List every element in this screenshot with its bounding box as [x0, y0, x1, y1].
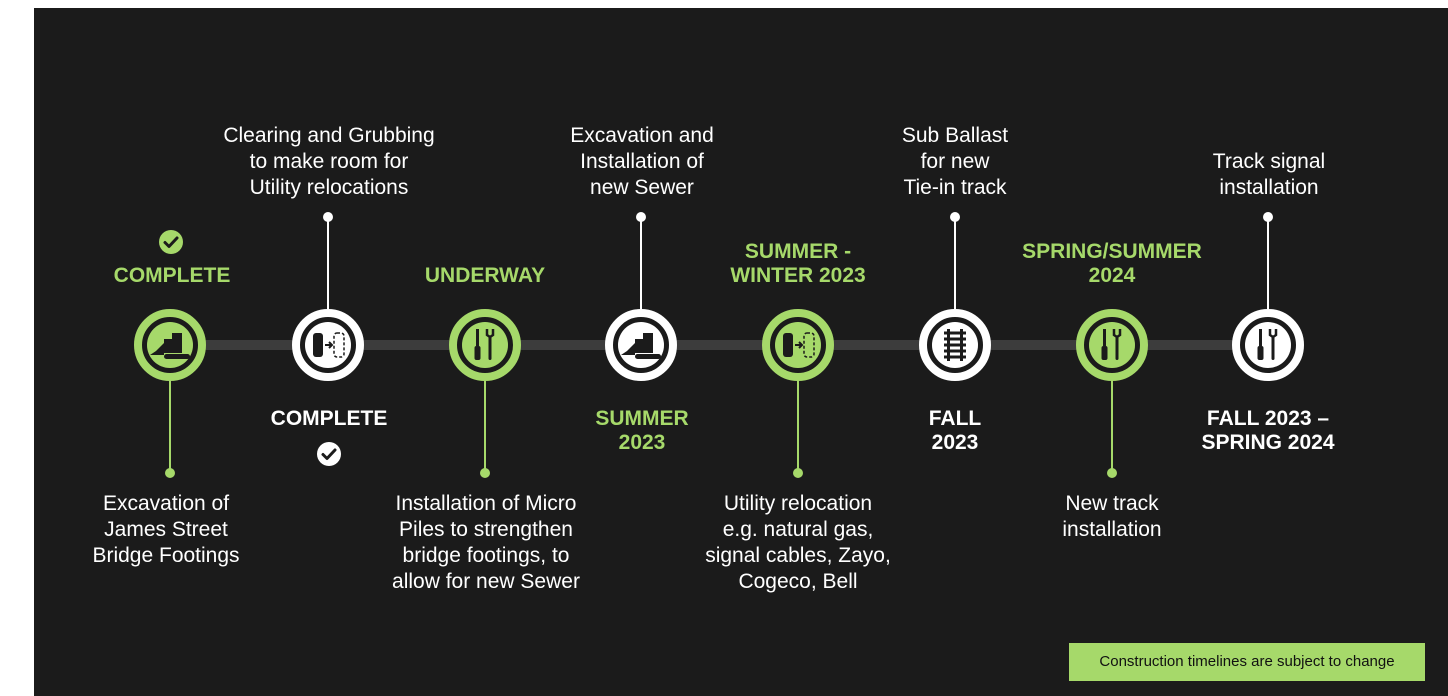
- milestone-node-2: [292, 212, 364, 381]
- utility-relocation-icon: [783, 332, 815, 358]
- milestone-node-3: [449, 309, 521, 478]
- connector-dot: [636, 212, 646, 222]
- milestone-disc: [462, 322, 508, 368]
- milestone-3-status: UNDERWAY: [424, 264, 546, 287]
- milestone-disc: [1089, 322, 1135, 368]
- milestone-disc: [1245, 322, 1291, 368]
- connector-dot: [793, 468, 803, 478]
- milestone-6-description: Sub Ballast for new Tie-in track: [901, 124, 1009, 199]
- bulldozer-icon: [150, 333, 190, 359]
- tools-icon: [1257, 329, 1278, 360]
- milestone-1-description: Excavation of James Street Bridge Footin…: [92, 492, 240, 567]
- connector-dot: [165, 468, 175, 478]
- connector-dot: [480, 468, 490, 478]
- milestone-7-description: New track installation: [1062, 492, 1162, 541]
- complete-check-icon: [317, 442, 341, 466]
- timeline-panel: [34, 8, 1448, 696]
- milestone-node-8: [1232, 212, 1304, 381]
- utility-relocation-icon: [313, 332, 345, 358]
- milestone-node-7: [1076, 309, 1148, 478]
- milestone-2-status: COMPLETE: [270, 407, 388, 430]
- bulldozer-icon: [621, 333, 661, 359]
- milestone-5-status: SUMMER - WINTER 2023: [730, 240, 866, 287]
- milestone-8-status: FALL 2023 – SPRING 2024: [1201, 407, 1335, 454]
- milestone-3-description: Installation of Micro Piles to strengthe…: [392, 492, 580, 593]
- connector-dot: [1263, 212, 1273, 222]
- milestone-6-status: FALL 2023: [928, 407, 982, 454]
- connector-dot: [950, 212, 960, 222]
- milestone-2-description: Clearing and Grubbing to make room for U…: [223, 124, 435, 199]
- milestone-4-status: SUMMER 2023: [595, 407, 689, 454]
- connector-dot: [323, 212, 333, 222]
- milestone-7-status: SPRING/SUMMER 2024: [1022, 240, 1202, 287]
- rail-track-icon: [944, 329, 966, 361]
- tools-icon: [1101, 329, 1122, 360]
- milestone-8-description: Track signal installation: [1212, 150, 1326, 199]
- milestone-node-5: [762, 309, 834, 478]
- milestone-node-4: [605, 212, 677, 381]
- timeline-disclaimer: Construction timelines are subject to ch…: [1069, 643, 1425, 681]
- milestone-1-status: COMPLETE: [113, 264, 231, 287]
- timeline-bar: [166, 340, 1270, 350]
- milestone-4-description: Excavation and Installation of new Sewer: [570, 124, 714, 199]
- milestone-node-6: [919, 212, 991, 381]
- milestone-5-description: Utility relocation e.g. natural gas, sig…: [705, 492, 891, 593]
- tools-icon: [474, 329, 495, 360]
- connector-dot: [1107, 468, 1117, 478]
- complete-check-icon: [159, 230, 183, 254]
- milestone-node-1: [134, 309, 206, 478]
